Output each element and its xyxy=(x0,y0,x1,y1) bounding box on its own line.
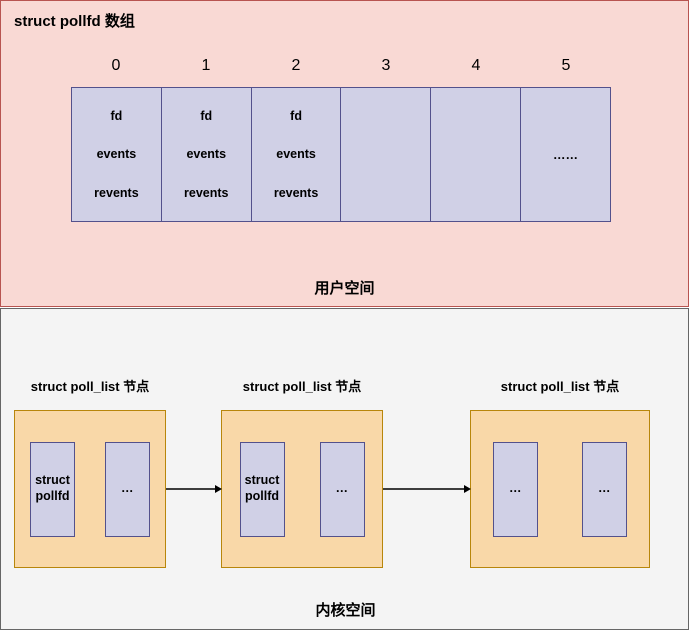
pollfd-cell-2[interactable]: fd events revents xyxy=(252,88,342,221)
poll-list-node-3-slot-2: … xyxy=(582,441,627,537)
page-title: struct pollfd 数组 xyxy=(14,13,135,30)
poll-list-node-1-slot-pollfd: struct pollfd xyxy=(30,441,75,537)
user-space-label: 用户空间 xyxy=(314,280,375,297)
poll-list-node-3-slot-1: … xyxy=(493,441,538,537)
poll-list-node-3-slot-2-ellipsis: … xyxy=(598,481,611,496)
poll-list-node-2-slot-pollfd-line1: struct xyxy=(244,473,280,488)
kernel-space-label: 内核空间 xyxy=(315,602,376,619)
pollfd-cell-0-events: events xyxy=(96,147,137,162)
poll-list-node-1-label: struct poll_list 节点 xyxy=(30,379,150,394)
pollfd-cell-2-revents: revents xyxy=(273,185,319,200)
pollfd-cell-1-events: events xyxy=(186,147,227,162)
poll-list-node-1-slot-next: … xyxy=(105,441,150,537)
array-index-2: 2 xyxy=(291,57,301,74)
user-space-panel: struct pollfd 数组 0 1 2 3 4 5 fd events r… xyxy=(0,0,689,307)
pollfd-cell-1[interactable]: fd events revents xyxy=(162,88,252,221)
poll-list-node-1[interactable]: struct pollfd … xyxy=(14,410,166,568)
array-index-0: 0 xyxy=(111,57,121,74)
pollfd-cell-0[interactable]: fd events revents xyxy=(72,88,162,221)
pollfd-cell-5-ellipsis: …… xyxy=(553,147,579,162)
poll-list-node-1-slot-pollfd-line2: pollfd xyxy=(35,489,70,503)
array-index-row: 0 1 2 3 4 5 xyxy=(71,58,611,74)
array-index-1: 1 xyxy=(201,57,211,74)
pollfd-cell-1-fd: fd xyxy=(200,108,213,123)
poll-list-node-2[interactable]: struct pollfd … xyxy=(221,410,383,568)
array-index-3: 3 xyxy=(381,57,391,74)
arrow-node2-to-node3 xyxy=(383,485,471,493)
pollfd-cell-5[interactable]: …… xyxy=(521,88,610,221)
poll-list-node-2-label: struct poll_list 节点 xyxy=(242,379,362,394)
poll-list-node-3-slot-1-ellipsis: … xyxy=(509,481,522,496)
poll-list-node-3-label: struct poll_list 节点 xyxy=(500,379,620,394)
pollfd-cell-0-fd: fd xyxy=(110,108,123,123)
pollfd-cell-2-fd: fd xyxy=(290,108,302,123)
pollfd-cell-3[interactable] xyxy=(341,88,432,221)
poll-list-node-2-slot-next-ellipsis: … xyxy=(335,481,349,496)
pollfd-array: 0 1 2 3 4 5 fd events revents fd events … xyxy=(71,58,611,222)
poll-list-node-2-slot-next: … xyxy=(319,441,365,537)
pollfd-cell-0-revents: revents xyxy=(94,185,139,200)
pollfd-cell-1-revents: revents xyxy=(184,185,229,200)
poll-list-node-3[interactable]: … … xyxy=(470,410,650,568)
array-index-4: 4 xyxy=(471,57,481,74)
arrow-node1-to-node2 xyxy=(166,485,222,493)
poll-list-node-2-slot-pollfd-line2: pollfd xyxy=(244,489,279,503)
poll-list-node-1-slot-pollfd-line1: struct xyxy=(35,473,70,488)
poll-list-node-1-slot-next-ellipsis: … xyxy=(121,481,134,496)
pollfd-cell-2-events: events xyxy=(276,147,316,162)
poll-list-node-2-slot-pollfd: struct pollfd xyxy=(239,441,285,537)
array-index-5: 5 xyxy=(561,57,571,74)
pollfd-cell-4[interactable] xyxy=(431,88,522,221)
pollfd-array-table: fd events revents fd events revents fd e… xyxy=(71,87,611,222)
